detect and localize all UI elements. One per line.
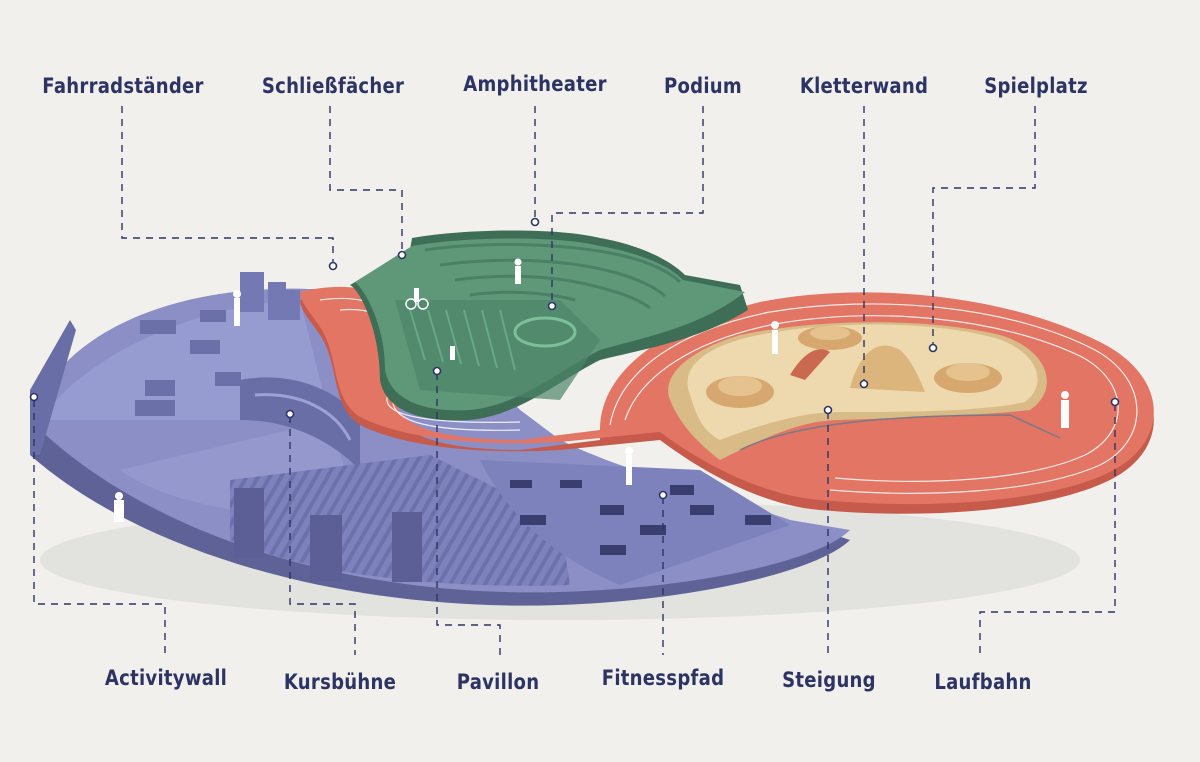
label-podium: Podium bbox=[664, 74, 742, 98]
green-amphitheater bbox=[350, 230, 748, 421]
label-kletterwand: Kletterwand bbox=[799, 74, 929, 98]
label-steigung: Steigung bbox=[782, 668, 876, 692]
playground-sand bbox=[668, 322, 1061, 460]
people-silhouettes bbox=[114, 258, 1069, 522]
label-amphitheater: Amphitheater bbox=[463, 72, 607, 96]
leader-pavillon bbox=[436, 373, 501, 655]
label-fahrradstaender: Fahrradständer bbox=[42, 74, 204, 98]
label-laufbahn: Laufbahn bbox=[934, 670, 1032, 694]
purple-zone bbox=[30, 272, 850, 606]
label-pavillon: Pavillon bbox=[456, 670, 540, 694]
leader-endpoints bbox=[29, 217, 1120, 500]
leader-laufbahn bbox=[979, 404, 1116, 655]
label-activitywall: Activitywall bbox=[104, 666, 228, 690]
label-fitnesspfad: Fitnesspfad bbox=[601, 666, 725, 690]
leader-fahrradstaender bbox=[121, 106, 334, 266]
leader-kursbuehne bbox=[289, 416, 356, 655]
leader-lines bbox=[33, 106, 1116, 655]
leader-spielplatz bbox=[932, 106, 1036, 346]
label-kursbuehne: Kursbühne bbox=[283, 670, 397, 694]
leader-schliessfaecher bbox=[329, 106, 403, 252]
leader-podium bbox=[551, 106, 704, 304]
label-schliessfaecher: Schließfächer bbox=[261, 74, 405, 98]
label-spielplatz: Spielplatz bbox=[984, 74, 1088, 98]
